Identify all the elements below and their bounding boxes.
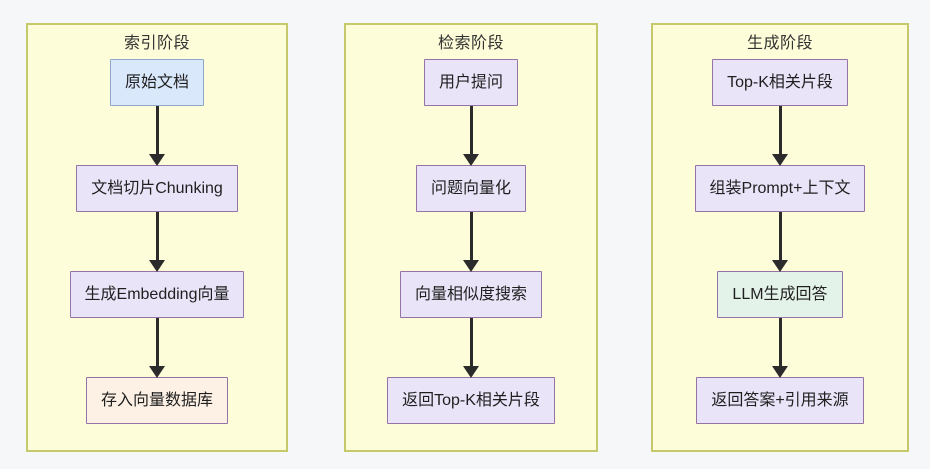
arrow-head-icon bbox=[463, 154, 479, 166]
node-topk-chunks[interactable]: Top-K相关片段 bbox=[712, 59, 848, 106]
arrow-shaft bbox=[778, 318, 782, 368]
arrow-generation-2 bbox=[770, 212, 790, 272]
arrow-retrieval-2 bbox=[461, 212, 481, 272]
arrow-generation-3 bbox=[770, 318, 790, 378]
arrow-shaft bbox=[469, 318, 473, 368]
arrow-shaft bbox=[155, 106, 159, 156]
lane-title-indexing: 索引阶段 bbox=[123, 35, 190, 52]
node-original-document[interactable]: 原始文档 bbox=[109, 59, 204, 106]
arrow-shaft bbox=[778, 106, 782, 156]
node-store-vector-db[interactable]: 存入向量数据库 bbox=[85, 377, 228, 424]
lane-flow-indexing: 原始文档 文档切片Chunking 生成Embedding向量 存入向量数据库 bbox=[28, 59, 286, 432]
arrow-head-icon bbox=[149, 260, 165, 272]
node-assemble-prompt[interactable]: 组装Prompt+上下文 bbox=[694, 165, 866, 212]
lane-title-retrieval: 检索阶段 bbox=[437, 35, 504, 52]
arrow-retrieval-1 bbox=[461, 106, 481, 166]
arrow-head-icon bbox=[772, 366, 788, 378]
arrow-head-icon bbox=[463, 366, 479, 378]
arrow-retrieval-3 bbox=[461, 318, 481, 378]
arrow-head-icon bbox=[772, 260, 788, 272]
arrow-shaft bbox=[469, 106, 473, 156]
node-user-question[interactable]: 用户提问 bbox=[423, 59, 518, 106]
lane-generation: 生成阶段 Top-K相关片段 组装Prompt+上下文 LLM生成回答 返回答案… bbox=[651, 23, 909, 452]
node-llm-generate-answer[interactable]: LLM生成回答 bbox=[717, 271, 843, 318]
lane-retrieval: 检索阶段 用户提问 问题向量化 向量相似度搜索 返回Top-K相关片段 bbox=[344, 23, 598, 452]
lane-flow-generation: Top-K相关片段 组装Prompt+上下文 LLM生成回答 返回答案+引用来源 bbox=[653, 59, 907, 432]
lane-indexing: 索引阶段 原始文档 文档切片Chunking 生成Embedding向量 存入向… bbox=[26, 23, 288, 452]
arrow-indexing-3 bbox=[147, 318, 167, 378]
arrow-shaft bbox=[469, 212, 473, 262]
lane-flow-retrieval: 用户提问 问题向量化 向量相似度搜索 返回Top-K相关片段 bbox=[346, 59, 596, 432]
arrow-head-icon bbox=[149, 366, 165, 378]
arrow-indexing-2 bbox=[147, 212, 167, 272]
node-return-topk-chunks[interactable]: 返回Top-K相关片段 bbox=[387, 377, 555, 424]
arrow-head-icon bbox=[772, 154, 788, 166]
node-document-chunking[interactable]: 文档切片Chunking bbox=[76, 165, 238, 212]
arrow-shaft bbox=[155, 318, 159, 368]
arrow-head-icon bbox=[463, 260, 479, 272]
arrow-head-icon bbox=[149, 154, 165, 166]
lane-title-generation: 生成阶段 bbox=[746, 35, 813, 52]
node-return-answer-citations[interactable]: 返回答案+引用来源 bbox=[696, 377, 864, 424]
node-generate-embedding[interactable]: 生成Embedding向量 bbox=[69, 271, 245, 318]
arrow-generation-1 bbox=[770, 106, 790, 166]
node-vector-similarity-search[interactable]: 向量相似度搜索 bbox=[399, 271, 542, 318]
arrow-indexing-1 bbox=[147, 106, 167, 166]
arrow-shaft bbox=[778, 212, 782, 262]
arrow-shaft bbox=[155, 212, 159, 262]
node-question-vectorize[interactable]: 问题向量化 bbox=[415, 165, 526, 212]
